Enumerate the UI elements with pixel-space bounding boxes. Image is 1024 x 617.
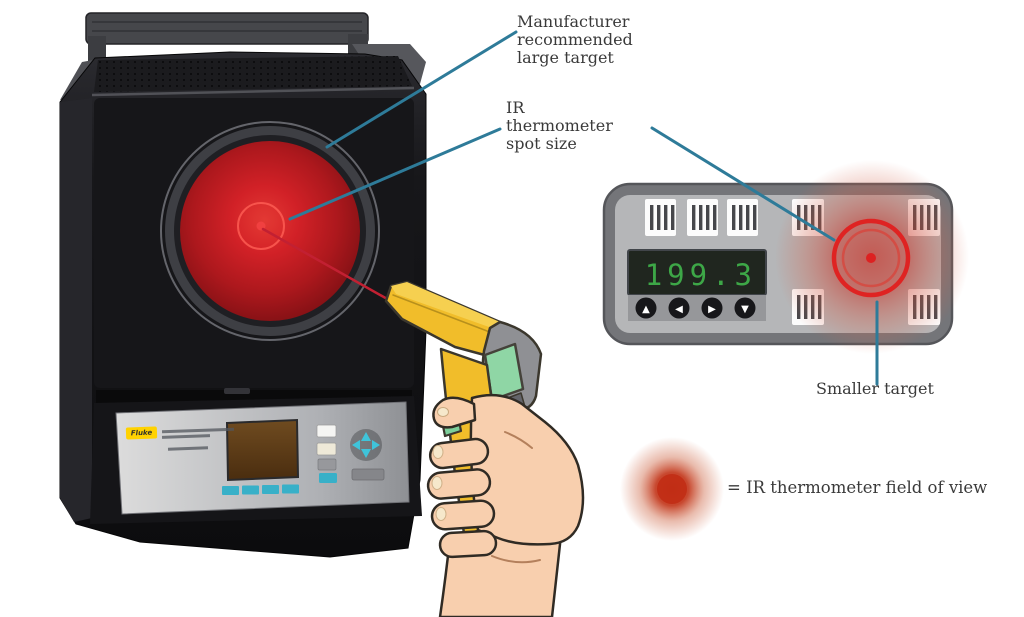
down-arrow-icon: ▼ bbox=[741, 304, 749, 315]
small-target-inner-ring bbox=[841, 228, 901, 288]
finger bbox=[428, 437, 490, 470]
function-button-1 bbox=[222, 486, 239, 495]
vent-grille bbox=[727, 199, 758, 236]
fingernail bbox=[431, 476, 443, 490]
thumbnail bbox=[437, 407, 449, 417]
benchtop-controller: 199.3 ▲ ◀ ▶ ▼ bbox=[602, 160, 969, 354]
small-target-dot bbox=[866, 253, 876, 263]
function-button-2 bbox=[242, 485, 259, 495]
calibrator-screen bbox=[225, 418, 300, 482]
leader-lines bbox=[288, 30, 879, 386]
panel-button-white-2 bbox=[316, 442, 337, 456]
small-target-ring bbox=[831, 218, 911, 298]
left-arrow-icon: ◀ bbox=[675, 304, 683, 315]
dpad-down-icon bbox=[361, 449, 371, 458]
dpad-base bbox=[350, 429, 382, 461]
fingernail bbox=[432, 445, 444, 459]
top-vent-perforations bbox=[94, 56, 412, 92]
laser-beam bbox=[261, 227, 391, 302]
panel-button-cyan bbox=[319, 473, 337, 483]
fluke-brand-text: Fluke bbox=[130, 428, 153, 438]
vent-grille bbox=[687, 199, 718, 236]
hand-crease bbox=[491, 555, 541, 564]
hand bbox=[426, 393, 585, 617]
target-bezel-highlight bbox=[160, 121, 380, 341]
dpad-left-icon bbox=[352, 440, 360, 450]
callout-spot-size: IR thermometer spot size bbox=[506, 98, 613, 154]
legend-label: = IR thermometer field of view bbox=[727, 478, 988, 497]
blackbody-calibrator bbox=[59, 12, 427, 558]
thumb bbox=[432, 396, 477, 429]
panel-button-wide bbox=[351, 468, 385, 481]
up-arrow-icon: ▲ bbox=[642, 304, 650, 315]
panel-button-white-1 bbox=[316, 424, 337, 438]
right-arrow-button: ▶ bbox=[701, 297, 723, 319]
leader-line-spot-size-right bbox=[650, 126, 836, 242]
dpad-up-icon bbox=[361, 432, 371, 441]
finger bbox=[438, 529, 498, 559]
carry-handle bbox=[85, 12, 369, 45]
dpad-right-icon bbox=[372, 440, 380, 450]
callout-smaller-target: Smaller target bbox=[816, 379, 934, 398]
panel-button-gray bbox=[317, 458, 337, 471]
leader-line-large-target bbox=[325, 30, 518, 149]
vent-grille bbox=[645, 199, 676, 236]
up-arrow-button: ▲ bbox=[635, 297, 657, 319]
legend-fov-swatch bbox=[620, 437, 724, 541]
finger bbox=[430, 499, 496, 531]
function-button-4 bbox=[282, 484, 299, 494]
fluke-logo: Fluke bbox=[125, 426, 158, 440]
barrel-top-facet bbox=[391, 282, 500, 327]
fingernail bbox=[435, 507, 447, 521]
body-side-face bbox=[60, 98, 92, 522]
blackbody-target bbox=[180, 141, 360, 321]
temperature-display: 199.3 bbox=[645, 258, 757, 292]
finger bbox=[426, 468, 492, 500]
left-arrow-button: ◀ bbox=[668, 297, 690, 319]
body-rim-highlight bbox=[91, 86, 415, 97]
down-arrow-button: ▼ bbox=[734, 297, 756, 319]
function-button-3 bbox=[262, 485, 279, 494]
leader-line-spot-size-left bbox=[288, 127, 502, 221]
callout-large-target: Manufacturer recommended large target bbox=[517, 12, 633, 68]
right-arrow-icon: ▶ bbox=[708, 304, 716, 315]
divider-latch bbox=[224, 388, 250, 394]
hand-crease bbox=[504, 431, 533, 449]
